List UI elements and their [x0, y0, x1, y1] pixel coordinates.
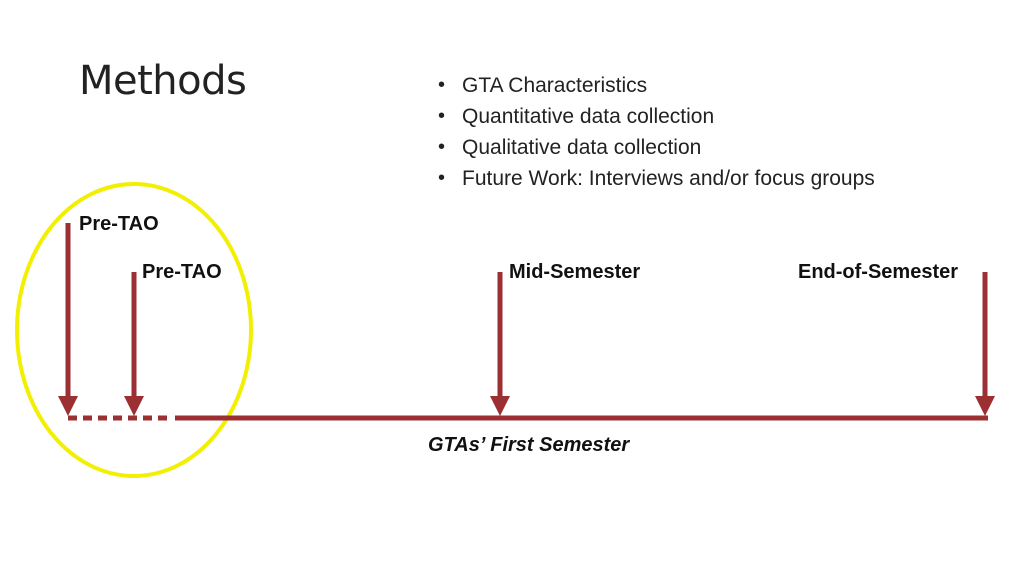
marker-label-end-of-semester: End-of-Semester [798, 261, 959, 283]
timeline-caption: GTAs’ First Semester [428, 434, 630, 456]
bullet-dot-icon: • [438, 136, 446, 158]
bullet-list: •GTA Characteristics •Quantitative data … [438, 70, 875, 194]
highlight-circle [15, 182, 253, 478]
bullet-item: •GTA Characteristics [438, 70, 875, 101]
marker-label-mid-semester: Mid-Semester [509, 261, 641, 283]
marker-label-pre-tao-2: Pre-TAO [142, 261, 222, 283]
slide-title: Methods [79, 58, 247, 104]
bullet-dot-icon: • [438, 105, 446, 127]
bullet-dot-icon: • [438, 74, 446, 96]
bullet-dot-icon: • [438, 167, 446, 189]
bullet-item: •Future Work: Interviews and/or focus gr… [438, 163, 875, 194]
bullet-item: •Quantitative data collection [438, 101, 875, 132]
bullet-item: •Qualitative data collection [438, 132, 875, 163]
marker-label-pre-tao-1: Pre-TAO [79, 213, 159, 235]
